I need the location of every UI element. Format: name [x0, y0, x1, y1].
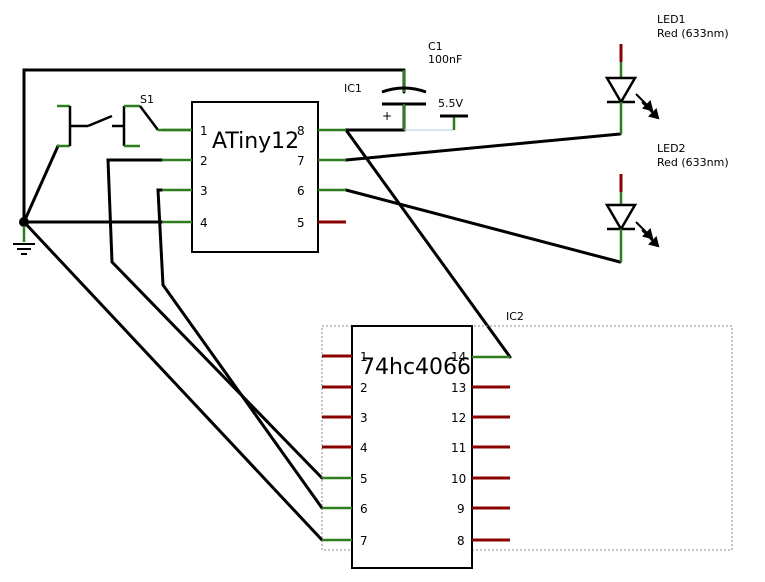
s1-ref: S1 [140, 93, 154, 106]
c1-value: 100nF [428, 53, 462, 66]
wire-ground-ic2-pin7 [22, 220, 324, 542]
supply-5v5: 5.5V [404, 97, 468, 131]
ic2-pin-label: 9 [457, 502, 465, 516]
ic2-pin-label: 12 [451, 411, 466, 425]
ground-junction [19, 217, 29, 227]
ground-icon [13, 226, 35, 255]
ic2-pin-label: 6 [360, 502, 368, 516]
ic1-pin-label: 5 [297, 216, 305, 230]
ic2-pin-label: 10 [451, 472, 466, 486]
ic2-pin-label: 3 [360, 411, 368, 425]
capacitor-icon [381, 70, 427, 130]
wire-pin7-led1 [344, 132, 622, 162]
ic2-pin-label: 13 [451, 381, 466, 395]
ic1-pin-label: 2 [200, 154, 208, 168]
ic1-name: ATiny12 [212, 129, 299, 154]
ic2-pin-label: 4 [360, 441, 368, 455]
ic1-pin-label: 8 [297, 124, 305, 138]
ic2-pin-label: 5 [360, 472, 368, 486]
ic2-ref: IC2 [506, 310, 524, 323]
arrow-icon [635, 221, 660, 248]
ic2-pin-label: 1 [360, 350, 368, 364]
wire-c1-bottom [344, 102, 406, 132]
wire-ground-switch [22, 144, 60, 224]
c1-polarity: + [382, 109, 392, 123]
ic1-pin-label: 1 [200, 124, 208, 138]
led2-value: Red (633nm) [657, 156, 729, 169]
ic2-pin-label: 11 [451, 441, 466, 455]
ic1-attiny12: IC1 ATiny12 1 2 3 4 5 6 7 8 [162, 82, 362, 253]
ground [13, 217, 35, 255]
ic2-outline [321, 325, 733, 551]
wire-pin8-ic2-pin14 [344, 128, 512, 359]
ic1-ref: IC1 [344, 82, 362, 95]
led-icon [604, 44, 638, 134]
ic2-pin-label: 2 [360, 381, 368, 395]
led-icon [604, 174, 638, 262]
led1: LED1 Red (633nm) [604, 13, 729, 134]
led1-value: Red (633nm) [657, 27, 729, 40]
wire-pin3-ic2-pin6 [156, 188, 324, 510]
led2-ref: LED2 [657, 142, 686, 155]
wire-pin6-led2 [344, 188, 622, 264]
ic1-pin-label: 3 [200, 184, 208, 198]
wire-pin2-ic2-pin5 [106, 158, 324, 480]
ic1-body [191, 101, 319, 253]
ic1-pin-label: 7 [297, 154, 305, 168]
led2: LED2 Red (633nm) [604, 142, 729, 262]
wires [22, 68, 622, 542]
supply-label: 5.5V [438, 97, 463, 110]
ic2-name: 74hc4066 [361, 355, 471, 380]
ic1-pin-label: 6 [297, 184, 305, 198]
ic2-pin-label: 7 [360, 534, 368, 548]
c1-ref: C1 [428, 40, 443, 53]
switch-icon [57, 104, 192, 148]
ic2-pin-label: 8 [457, 534, 465, 548]
ic1-pin-label: 4 [200, 216, 208, 230]
led1-ref: LED1 [657, 13, 686, 26]
wire-top-loop [22, 68, 406, 224]
ic2-pin-label: 14 [451, 350, 466, 364]
capacitor-c1: C1 100nF + [381, 40, 462, 130]
switch-s1: S1 [57, 93, 192, 148]
arrow-icon [635, 93, 660, 120]
ic2-74hc4066: IC2 74hc4066 1 2 3 4 5 6 7 8 9 10 11 12 … [321, 310, 733, 569]
